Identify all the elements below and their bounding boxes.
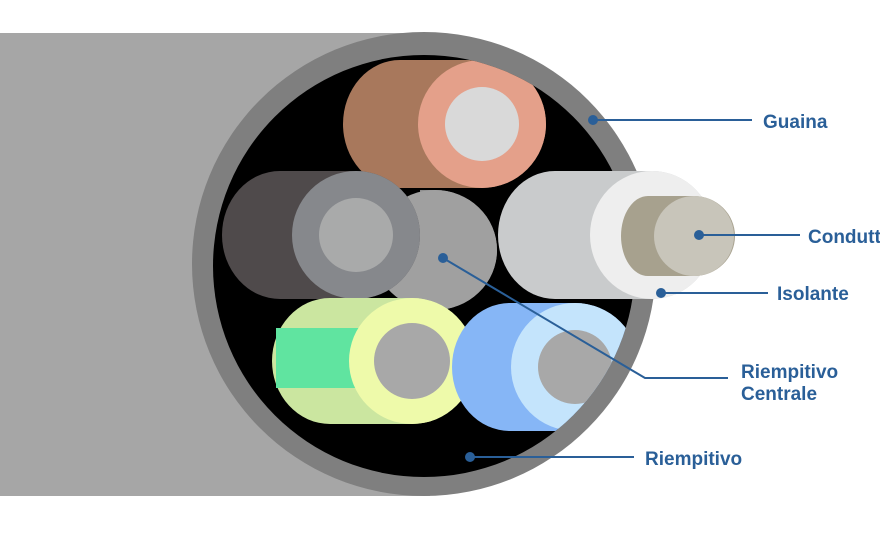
dot-filler (465, 452, 475, 462)
core-yellow-green (272, 298, 475, 424)
core-brown (343, 60, 546, 188)
dot-conductor (694, 230, 704, 240)
leader-dots (438, 115, 704, 462)
leader-central-filler (442, 257, 728, 379)
leader-lines (442, 119, 800, 458)
clipped-cores (222, 60, 635, 431)
dot-insulation (656, 288, 666, 298)
core-gray (222, 171, 420, 299)
dot-central-filler (438, 253, 448, 263)
core-white (498, 171, 735, 299)
label-central-filler-line2: Centrale (741, 384, 817, 405)
label-conductor: Conduttore (808, 227, 880, 248)
label-sheath: Guaina (763, 112, 828, 133)
label-insulation: Isolante (777, 284, 849, 305)
dot-sheath (588, 115, 598, 125)
label-central-filler-line1: Riempitivo (741, 362, 838, 383)
label-filler: Riempitivo (645, 449, 742, 470)
